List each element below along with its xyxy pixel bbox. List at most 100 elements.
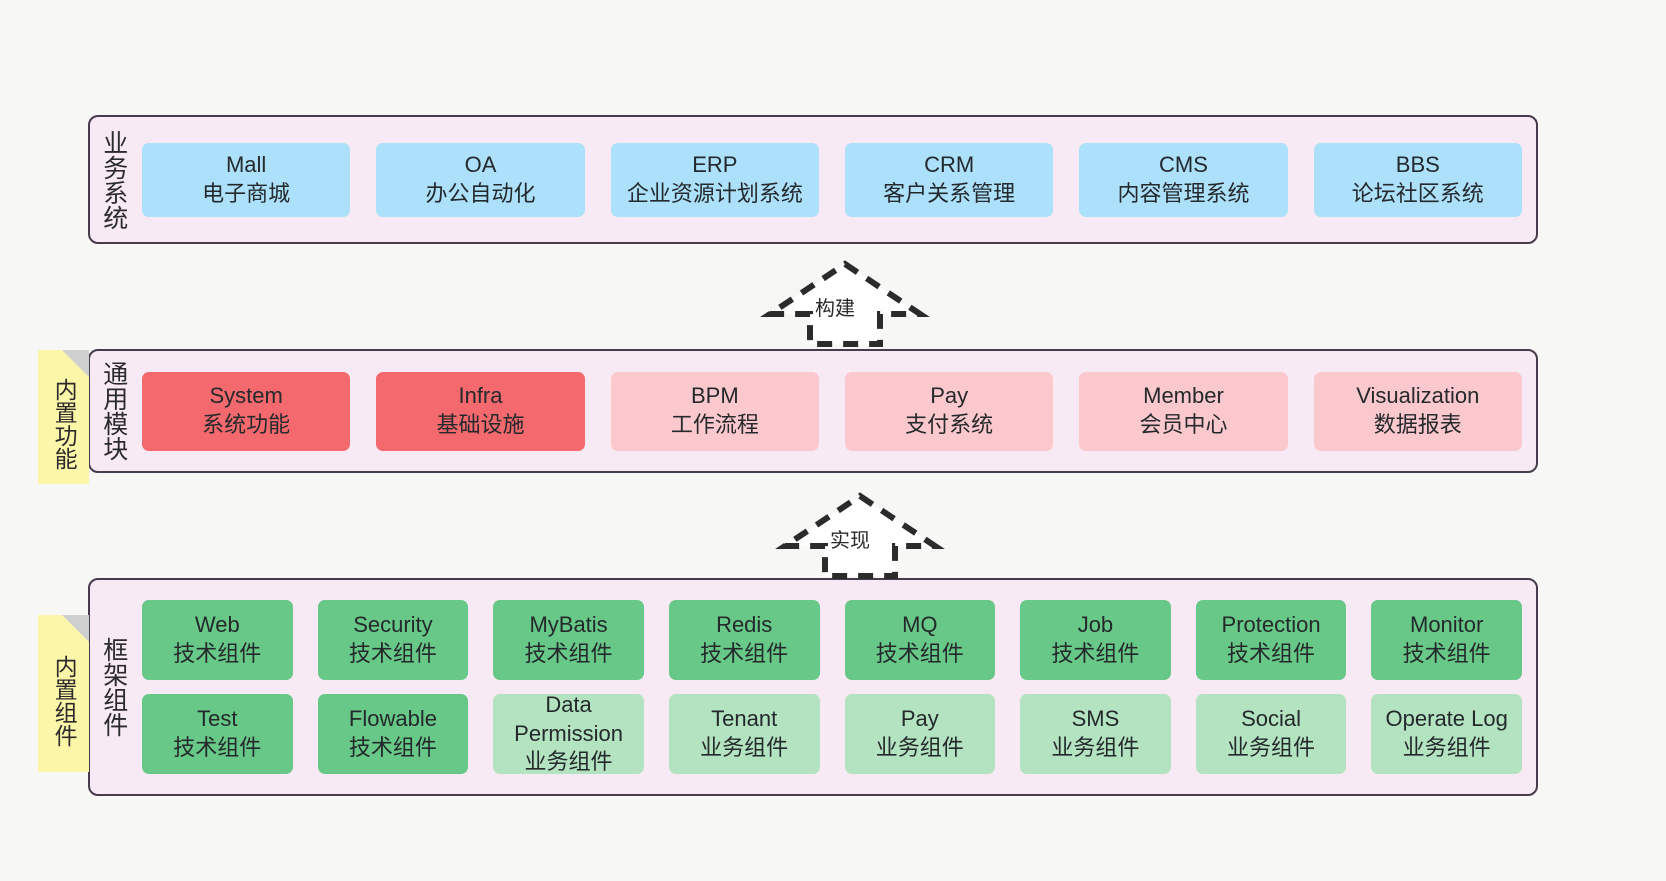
- module-name: OA: [464, 151, 497, 177]
- module-box-crm[interactable]: CRM 客户关系管理: [844, 142, 1054, 217]
- component-desc: 技术组件: [875, 641, 964, 666]
- sticky-note-builtin-components[interactable]: 内置组件: [38, 615, 89, 772]
- module-name: Member: [1143, 383, 1224, 409]
- module-name: Infra: [458, 383, 503, 409]
- layer-title-common-modules: 通用模块: [99, 361, 128, 461]
- component-desc: 业务组件: [1227, 735, 1316, 760]
- component-box-test[interactable]: Test 技术组件: [142, 694, 293, 774]
- module-desc: 客户关系管理: [883, 180, 1016, 206]
- component-name: Tenant: [711, 706, 778, 732]
- module-box-mall[interactable]: Mall 电子商城: [142, 142, 351, 217]
- component-box-mq[interactable]: MQ 技术组件: [844, 600, 996, 680]
- box-row: Mall 电子商城 OA 办公自动化 ERP 企业资源计划系统 CRM 客户关系…: [142, 142, 1522, 217]
- sticky-note-builtin-functions[interactable]: 内置功能: [38, 350, 89, 484]
- component-desc: 技术组件: [524, 641, 613, 666]
- layer-framework-components: 框架组件 Web 技术组件 Security 技术组件 MyBatis 技术组件…: [88, 578, 1538, 796]
- sticky-note-text: 内置组件: [51, 654, 78, 747]
- component-name: Monitor: [1410, 612, 1484, 638]
- component-name: MQ: [902, 612, 938, 638]
- module-box-pay[interactable]: Pay 支付系统: [844, 371, 1054, 451]
- component-desc: 技术组件: [173, 735, 262, 760]
- component-box-flowable[interactable]: Flowable 技术组件: [317, 694, 469, 774]
- component-name: Web: [194, 612, 240, 638]
- module-box-oa[interactable]: OA 办公自动化: [376, 142, 585, 217]
- module-name: Pay: [930, 383, 969, 409]
- component-name: Flowable: [348, 706, 437, 732]
- component-name: Redis: [716, 612, 773, 638]
- component-box-data-permission[interactable]: Data Permission 业务组件: [493, 692, 644, 775]
- component-box-pay[interactable]: Pay 业务组件: [844, 694, 996, 774]
- layer-body-common-modules: System 系统功能 Infra 基础设施 BPM 工作流程 Pay 支付系统…: [136, 351, 1536, 471]
- component-name: Data Permission: [514, 692, 623, 746]
- layer-body-framework-components: Web 技术组件 Security 技术组件 MyBatis 技术组件 Redi…: [136, 580, 1536, 794]
- module-name: CMS: [1159, 151, 1208, 177]
- connector-build-label: 构建: [815, 298, 855, 320]
- layer-title-business-systems: 业务系统: [99, 129, 128, 230]
- module-name: BBS: [1395, 151, 1440, 177]
- module-name: Mall: [225, 151, 267, 177]
- connector-build-arrow: [760, 260, 930, 347]
- module-box-visualization[interactable]: Visualization 数据报表: [1313, 371, 1522, 451]
- module-desc: 企业资源计划系统: [626, 180, 803, 206]
- component-desc: 业务组件: [1402, 735, 1491, 760]
- note-fold-corner-icon: [62, 615, 89, 642]
- component-box-sms[interactable]: SMS 业务组件: [1020, 694, 1171, 774]
- note-fold-corner-icon: [62, 350, 89, 377]
- connector-implement-label: 实现: [830, 530, 870, 552]
- component-box-redis[interactable]: Redis 技术组件: [668, 600, 820, 680]
- box-row: System 系统功能 Infra 基础设施 BPM 工作流程 Pay 支付系统…: [142, 371, 1522, 451]
- component-box-mybatis[interactable]: MyBatis 技术组件: [493, 600, 644, 680]
- module-desc: 系统功能: [202, 412, 291, 437]
- component-name: Security: [353, 612, 433, 638]
- component-desc: 技术组件: [348, 735, 437, 760]
- component-name: Protection: [1221, 612, 1321, 638]
- component-box-operate-log[interactable]: Operate Log 业务组件: [1371, 694, 1522, 774]
- component-name: Job: [1077, 612, 1114, 638]
- connector-implement-arrow: [775, 492, 945, 579]
- component-name: SMS: [1071, 706, 1120, 732]
- component-name: MyBatis: [529, 612, 608, 638]
- box-row: Web 技术组件 Security 技术组件 MyBatis 技术组件 Redi…: [142, 600, 1522, 680]
- component-name: Test: [197, 706, 238, 732]
- module-desc: 内容管理系统: [1117, 180, 1250, 206]
- layer-body-business-systems: Mall 电子商城 OA 办公自动化 ERP 企业资源计划系统 CRM 客户关系…: [136, 117, 1536, 242]
- component-box-protection[interactable]: Protection 技术组件: [1195, 600, 1347, 680]
- module-box-infra[interactable]: Infra 基础设施: [376, 371, 585, 451]
- module-name: CRM: [924, 151, 975, 177]
- component-box-security[interactable]: Security 技术组件: [317, 600, 469, 680]
- module-box-member[interactable]: Member 会员中心: [1079, 371, 1288, 451]
- component-desc: 业务组件: [524, 749, 613, 775]
- module-desc: 论坛社区系统: [1351, 180, 1484, 206]
- module-desc: 办公自动化: [425, 180, 536, 206]
- module-box-bpm[interactable]: BPM 工作流程: [610, 371, 819, 451]
- module-box-erp[interactable]: ERP 企业资源计划系统: [610, 142, 819, 217]
- module-desc: 工作流程: [670, 412, 759, 437]
- component-box-web[interactable]: Web 技术组件: [142, 600, 293, 680]
- module-name: ERP: [692, 151, 738, 177]
- component-box-job[interactable]: Job 技术组件: [1020, 600, 1171, 680]
- box-row: Test 技术组件 Flowable 技术组件 Data Permission …: [142, 692, 1522, 775]
- module-box-system[interactable]: System 系统功能: [142, 371, 351, 451]
- component-desc: 技术组件: [1051, 641, 1140, 666]
- component-name: Operate Log: [1385, 706, 1508, 732]
- sticky-note-text: 内置功能: [51, 378, 78, 470]
- component-box-tenant[interactable]: Tenant 业务组件: [668, 694, 820, 774]
- module-desc: 电子商城: [202, 180, 291, 206]
- component-box-monitor[interactable]: Monitor 技术组件: [1371, 600, 1522, 680]
- component-desc: 业务组件: [875, 735, 964, 760]
- component-desc: 技术组件: [1227, 641, 1316, 666]
- layer-title-framework-components: 框架组件: [99, 637, 128, 737]
- module-box-cms[interactable]: CMS 内容管理系统: [1079, 142, 1288, 217]
- component-name: Social: [1241, 706, 1302, 732]
- module-desc: 支付系统: [905, 412, 994, 437]
- module-name: System: [209, 383, 283, 409]
- component-desc: 技术组件: [1402, 641, 1491, 666]
- component-desc: 业务组件: [700, 735, 789, 760]
- component-name: Pay: [900, 706, 939, 732]
- module-desc: 会员中心: [1139, 412, 1228, 437]
- module-name: BPM: [690, 383, 739, 409]
- component-desc: 业务组件: [1051, 735, 1140, 760]
- module-box-bbs[interactable]: BBS 论坛社区系统: [1313, 142, 1522, 217]
- component-box-social[interactable]: Social 业务组件: [1195, 694, 1347, 774]
